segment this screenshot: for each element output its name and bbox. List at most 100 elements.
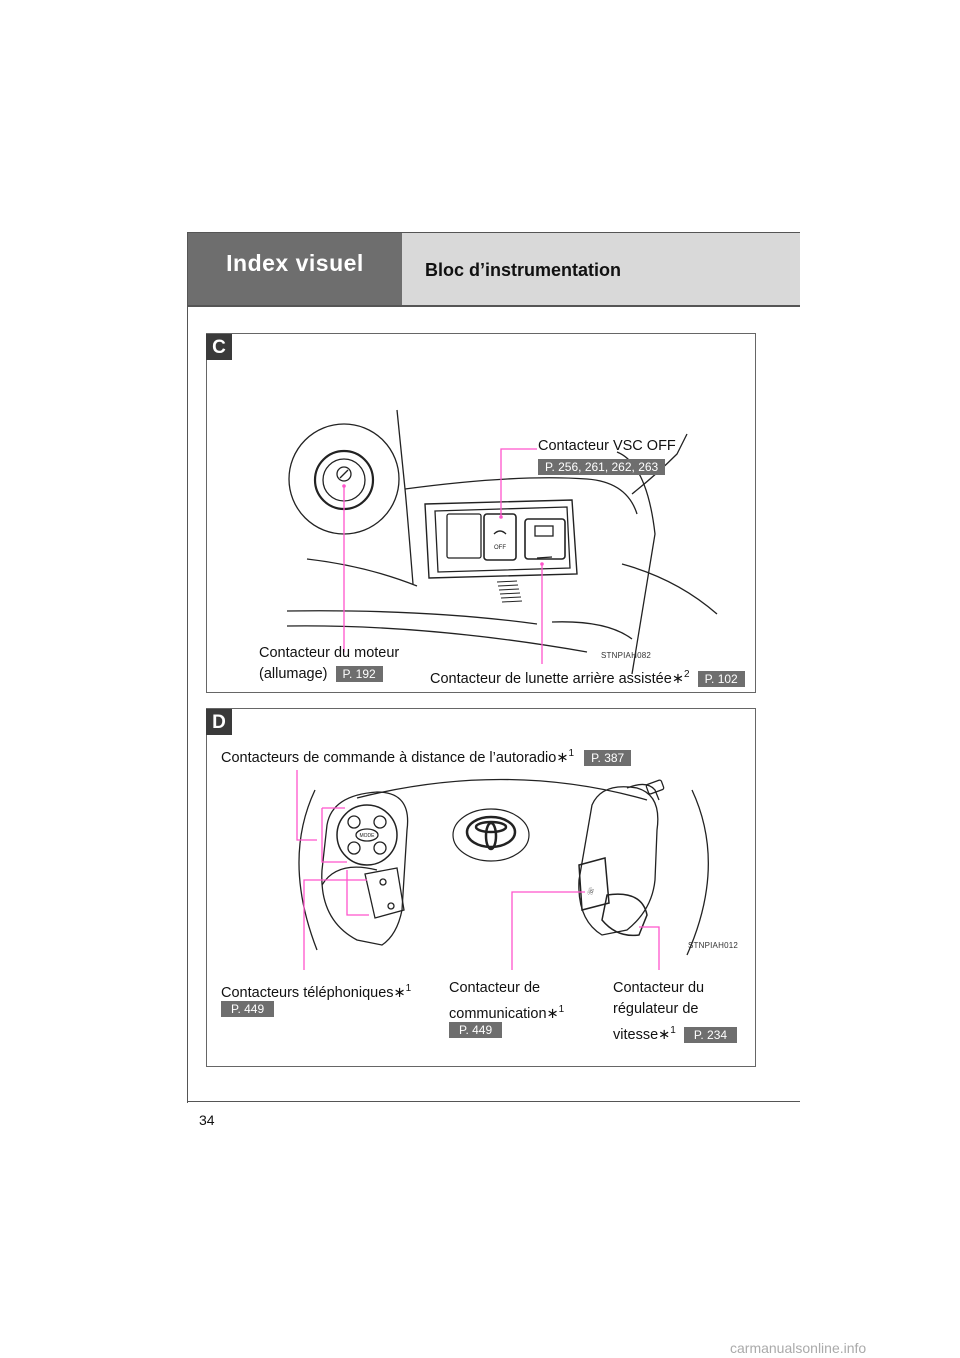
dashboard-illustration: OFF <box>286 409 718 675</box>
asterisk-icon: ∗ <box>658 1026 671 1043</box>
cruise-label-line3: vitesse∗1 P. 234 <box>613 1020 738 1046</box>
seek-down-icon <box>347 841 361 855</box>
key-slot-icon <box>336 466 352 482</box>
cruise-sup: 1 <box>670 1025 676 1036</box>
rear-window-switch <box>524 518 566 560</box>
audio-sup: 1 <box>568 748 575 759</box>
dash-line-4 <box>621 563 718 615</box>
rear-window-ref[interactable]: P. 102 <box>697 670 745 687</box>
toyota-emblem-icon <box>465 815 517 849</box>
leader-audio-bracket <box>321 808 347 863</box>
wheel-rim-left <box>298 789 318 951</box>
phone-off-icon <box>387 902 395 910</box>
cruise-label-3: vitesse <box>613 1026 659 1043</box>
asterisk-icon: ∗ <box>393 984 406 1001</box>
leader-lines-d <box>296 770 660 970</box>
vsc-label: Contacteur VSC OFF <box>538 438 676 454</box>
wheel-top-curve <box>356 778 648 801</box>
phone-label: Contacteurs téléphoniques <box>221 984 394 1001</box>
image-code-c: STNPIAH082 <box>601 651 652 660</box>
leader-vsc-dot <box>499 515 503 519</box>
phone-sup: 1 <box>405 983 412 994</box>
page-left-rule <box>187 232 188 1103</box>
comm-label-2: communication <box>449 1005 547 1022</box>
leader-phone-bracket <box>346 870 369 916</box>
leader-lines-c <box>343 448 543 664</box>
panel-c <box>206 333 756 693</box>
rear-window-switch-indicator <box>536 556 553 559</box>
switch-panel <box>424 499 578 579</box>
phone-ref[interactable]: P. 449 <box>221 1001 275 1017</box>
engine-ref[interactable]: P. 192 <box>335 666 383 682</box>
phone-ref-wrap: P. 449 <box>221 1000 275 1018</box>
comm-ref-wrap: P. 449 <box>449 1021 503 1039</box>
right-stalk <box>626 783 660 801</box>
steering-wheel-illustration: MODE ☏ <box>296 770 709 970</box>
audio-label: Contacteurs de commande à distance de l’… <box>221 749 557 766</box>
key-slot-line <box>339 469 349 479</box>
leader-rear-window-dot <box>540 562 544 566</box>
dash-right-edge <box>616 451 656 675</box>
asterisk-icon: ∗ <box>546 1005 559 1022</box>
phone-on-icon <box>379 878 387 886</box>
header-bottom-rule <box>188 305 800 307</box>
section-title: Index visuel <box>226 250 364 276</box>
comm-sup: 1 <box>558 1004 565 1015</box>
vsc-off-switch <box>483 513 517 561</box>
rear-window-label-wrap: Contacteur de lunette arrière assistée∗2… <box>430 664 745 690</box>
dash-lower-curve <box>306 558 418 587</box>
switch-panel-top <box>404 477 638 515</box>
leader-engine-dot <box>342 484 346 488</box>
left-spoke-lower <box>321 866 378 886</box>
header-top-rule <box>188 232 800 233</box>
wheel-hub <box>452 808 530 862</box>
page-bottom-rule <box>187 1101 800 1102</box>
cruise-ref[interactable]: P. 234 <box>683 1026 738 1043</box>
panel-c-badge: C <box>206 334 232 360</box>
panel-d-badge: D <box>206 709 232 735</box>
leader-vsc <box>500 448 537 517</box>
cruise-label-line2: régulateur de <box>613 1001 699 1017</box>
rear-window-label: Contacteur de lunette arrière assistée <box>430 670 672 687</box>
comm-ref[interactable]: P. 449 <box>449 1022 503 1038</box>
rear-window-sup: 2 <box>683 669 690 680</box>
engine-label-paren: (allumage) <box>259 666 328 682</box>
audio-label-wrap: Contacteurs de commande à distance de l’… <box>221 743 632 769</box>
cruise-control-lever <box>601 893 648 937</box>
communication-switch <box>578 857 610 911</box>
asterisk-icon: ∗ <box>556 749 569 766</box>
leader-phone <box>303 879 367 970</box>
leader-communication <box>511 891 585 970</box>
comm-label: Contacteur de <box>449 980 541 996</box>
right-spoke <box>578 786 659 936</box>
image-code-d: STNPIAH012 <box>688 941 739 950</box>
audio-ref[interactable]: P. 387 <box>584 749 632 766</box>
comm-label-line2: communication∗1 <box>449 999 564 1025</box>
dash-line-1 <box>286 610 538 625</box>
volume-down-icon <box>347 815 361 829</box>
stalk-tip <box>645 779 665 795</box>
engine-label-line2: (allumage) P. 192 <box>259 664 383 685</box>
audio-switch-cluster <box>336 804 398 866</box>
mode-text: MODE <box>360 833 376 839</box>
leader-audio <box>296 770 317 841</box>
cruise-label: Contacteur du <box>613 980 705 996</box>
mode-button <box>355 828 379 842</box>
dash-line-3 <box>551 621 633 640</box>
vsc-ref[interactable]: P. 256, 261, 262, 263 <box>538 459 666 475</box>
vent-slats <box>496 580 523 603</box>
seek-up-icon <box>373 841 387 855</box>
panel-d <box>206 708 756 1067</box>
page-title: Bloc d’instrumentation <box>425 260 622 280</box>
volume-up-icon <box>373 815 387 829</box>
toyota-emblem-stem <box>484 821 498 851</box>
dash-line-2 <box>286 625 588 653</box>
wheel-rim-right <box>686 789 709 956</box>
vsc-car-icon <box>493 530 507 535</box>
phone-label-wrap: Contacteurs téléphoniques∗1 <box>221 978 411 1004</box>
communication-icon: ☏ <box>586 886 597 897</box>
engine-label: Contacteur du moteur <box>259 645 400 661</box>
asterisk-icon: ∗ <box>671 670 684 687</box>
rear-window-icon <box>534 525 554 537</box>
leader-cruise <box>639 926 660 970</box>
